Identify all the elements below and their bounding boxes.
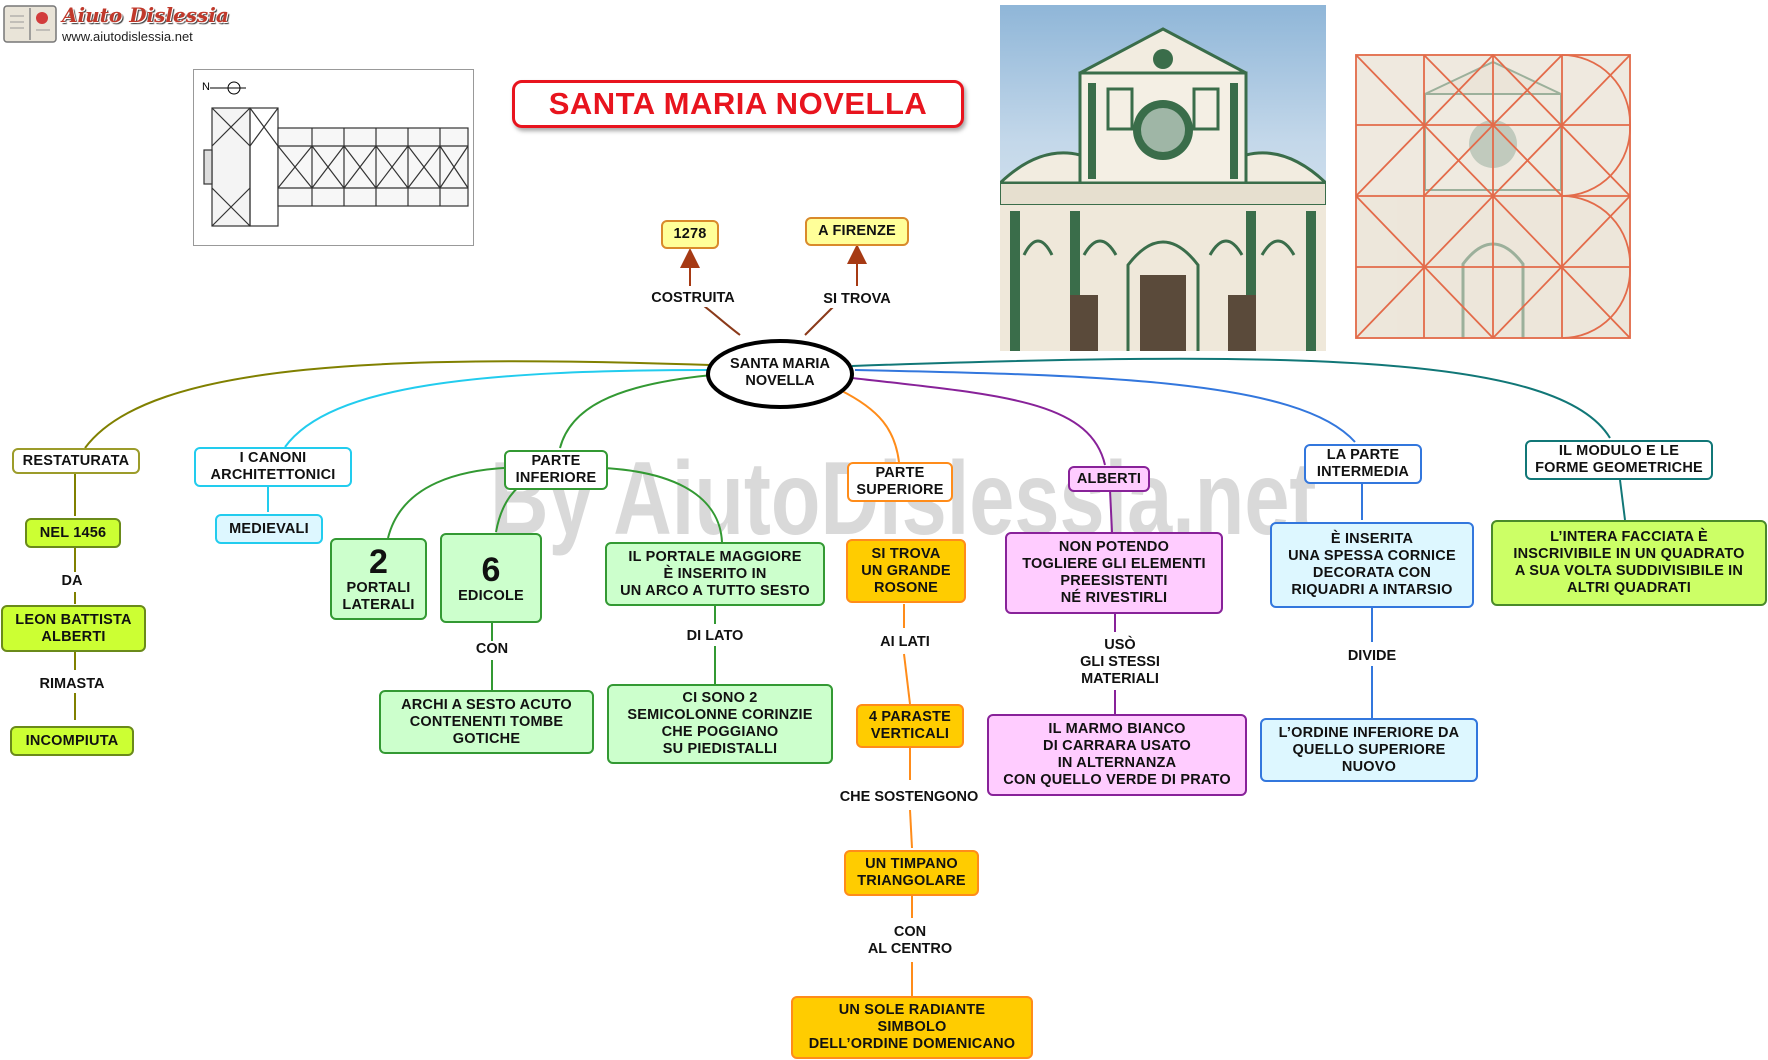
facade-geometry-diagram <box>1355 54 1631 339</box>
brand-logo[interactable]: Aiuto Dislessia www.aiutodislessia.net <box>2 2 229 46</box>
link-inferiore <box>559 374 713 449</box>
edicole-text: EDICOLE <box>458 587 524 604</box>
node-spessa-cornice[interactable]: È INSERITA UNA SPESSA CORNICE DECORATA C… <box>1270 522 1474 608</box>
brand-url: www.aiutodislessia.net <box>62 29 193 44</box>
label-ai-lati: AI LATI <box>865 634 945 651</box>
label-che-sostengono: CHE SOSTENGONO <box>830 789 988 806</box>
node-parte-inferiore[interactable]: PARTE INFERIORE <box>504 450 608 490</box>
node-modulo-forme[interactable]: IL MODULO E LE FORME GEOMETRICHE <box>1525 440 1713 480</box>
link-intermedia <box>854 369 1356 443</box>
node-portale-maggiore[interactable]: IL PORTALE MAGGIORE È INSERITO IN UN ARC… <box>605 542 825 606</box>
link-superiore <box>839 389 900 463</box>
label-divide: DIVIDE <box>1334 648 1410 665</box>
brand-name: Aiuto Dislessia <box>62 3 229 27</box>
node-sole-radiante[interactable]: UN SOLE RADIANTE SIMBOLO DELL’ORDINE DOM… <box>791 996 1033 1059</box>
geometry-squares <box>1355 54 1631 339</box>
label-si-trova: SI TROVA <box>808 291 906 308</box>
book-icon <box>3 5 57 43</box>
edicole-number: 6 <box>481 550 501 589</box>
node-medievali[interactable]: MEDIEVALI <box>215 514 323 544</box>
link-alberti <box>851 377 1106 466</box>
label-di-lato: DI LATO <box>675 628 755 645</box>
node-canoni-architettonici[interactable]: I CANONI ARCHITETTONICI <box>194 447 352 487</box>
node-timpano[interactable]: UN TIMPANO TRIANGOLARE <box>844 850 979 896</box>
node-non-potendo[interactable]: NON POTENDO TOGLIERE GLI ELEMENTI PREESI… <box>1005 532 1223 614</box>
node-marmo-bianco[interactable]: IL MARMO BIANCO DI CARRARA USATO IN ALTE… <box>987 714 1247 796</box>
link-restaurata <box>84 360 711 449</box>
label-costruita: COSTRUITA <box>638 290 748 307</box>
node-portali-laterali[interactable]: 2 PORTALI LATERALI <box>330 538 427 620</box>
node-1278[interactable]: 1278 <box>661 220 719 249</box>
node-parte-intermedia[interactable]: LA PARTE INTERMEDIA <box>1304 444 1422 484</box>
node-incompiuta[interactable]: INCOMPIUTA <box>10 726 134 756</box>
portali-text: PORTALI LATERALI <box>342 580 415 613</box>
node-rosone[interactable]: SI TROVA UN GRANDE ROSONE <box>846 539 966 603</box>
facade-drawing <box>1000 27 1326 351</box>
node-intera-facciata[interactable]: L’INTERA FACCIATA È INSCRIVIBILE IN UN Q… <box>1491 520 1767 606</box>
node-semicolonne-corinzie[interactable]: CI SONO 2 SEMICOLONNE CORINZIE CHE POGGI… <box>607 684 833 764</box>
label-con: CON <box>465 641 519 658</box>
node-restaurata[interactable]: RESTATURATA <box>12 448 140 474</box>
link-canoni <box>284 369 713 448</box>
plan-walls <box>203 107 469 227</box>
north-label: N <box>202 81 210 93</box>
node-nel-1456[interactable]: NEL 1456 <box>25 518 121 548</box>
central-ellipse <box>706 339 854 409</box>
facade-photo <box>1000 5 1326 351</box>
page-title: SANTA MARIA NOVELLA <box>512 80 964 128</box>
church-floor-plan: N <box>193 69 474 246</box>
node-leon-battista-alberti[interactable]: LEON BATTISTA ALBERTI <box>1 605 146 652</box>
node-archi-sesto-acuto[interactable]: ARCHI A SESTO ACUTO CONTENENTI TOMBE GOT… <box>379 690 594 754</box>
node-ordine-inferiore[interactable]: L’ORDINE INFERIORE DA QUELLO SUPERIORE N… <box>1260 718 1478 782</box>
label-uso-materiali: USÒ GLI STESSI MATERIALI <box>1060 637 1180 688</box>
node-edicole[interactable]: 6 EDICOLE <box>440 533 542 623</box>
node-paraste[interactable]: 4 PARASTE VERTICALI <box>856 704 964 748</box>
node-a-firenze[interactable]: A FIRENZE <box>805 217 909 246</box>
node-alberti[interactable]: ALBERTI <box>1068 466 1150 492</box>
portali-number: 2 <box>368 543 389 581</box>
central-node-label[interactable]: SANTA MARIA NOVELLA <box>730 356 830 389</box>
node-parte-superiore[interactable]: PARTE SUPERIORE <box>847 462 953 502</box>
link-modulo <box>851 357 1611 439</box>
label-con-al-centro: CON AL CENTRO <box>857 924 963 958</box>
label-rimasta: RIMASTA <box>28 676 116 693</box>
label-da: DA <box>52 573 92 590</box>
